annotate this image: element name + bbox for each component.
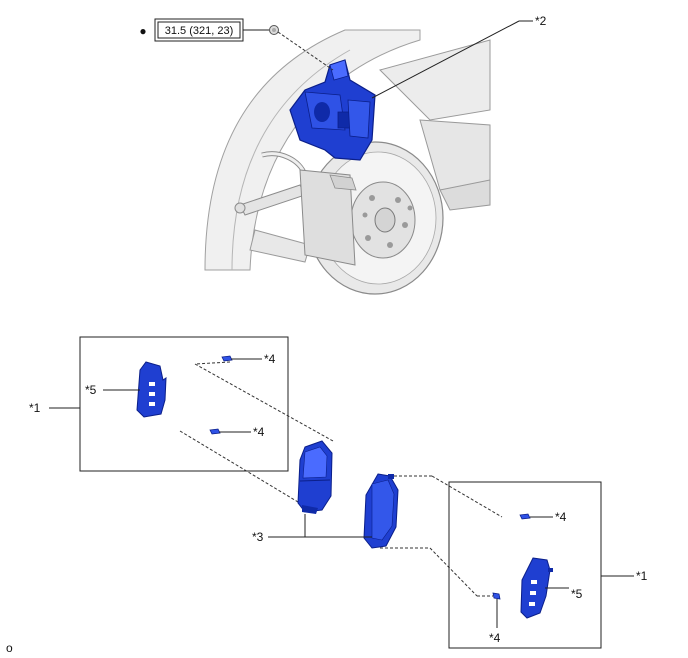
wear-indicator-bottom-right	[492, 592, 501, 600]
explode-lines-right	[380, 475, 503, 597]
callout-2: *2	[371, 14, 547, 99]
wear-indicator-top-right	[519, 513, 531, 520]
callout-4b-label: *4	[253, 425, 265, 439]
callout-4d-label: *4	[489, 631, 501, 645]
callout-3-label: *3	[252, 530, 264, 544]
anti-squeal-shim-left	[136, 361, 167, 418]
left-detail-box: *4 *4 *5	[79, 336, 289, 472]
callout-2-label: *2	[535, 14, 547, 28]
torque-value: 31.5 (321, 23)	[165, 25, 234, 37]
torque-bullet: ●	[139, 24, 146, 38]
wear-indicator-bottom-left	[209, 428, 221, 435]
right-detail-box: *4 *4 *5	[448, 481, 602, 649]
figure-mark: o	[6, 641, 13, 655]
callout-5-right-label: *5	[571, 587, 583, 601]
wear-indicator-top-left	[221, 355, 233, 362]
anti-squeal-shim-right	[520, 557, 553, 619]
callout-4a-label: *4	[264, 352, 276, 366]
callout-4c-label: *4	[555, 510, 567, 524]
brake-caliper	[289, 59, 376, 161]
callout-1-right-label: *1	[636, 569, 648, 583]
explode-lines-left	[179, 361, 334, 506]
brake-pad-outer	[363, 473, 399, 549]
caliper-bolt	[269, 25, 334, 71]
callout-3: *3	[252, 514, 372, 544]
callout-5-left-label: *5	[85, 383, 97, 397]
brake-assembly-illustration	[204, 25, 491, 295]
callout-1-left-label: *1	[29, 401, 41, 415]
brake-pad-inner	[297, 440, 333, 514]
torque-spec: ● 31.5 (321, 23)	[139, 18, 269, 42]
